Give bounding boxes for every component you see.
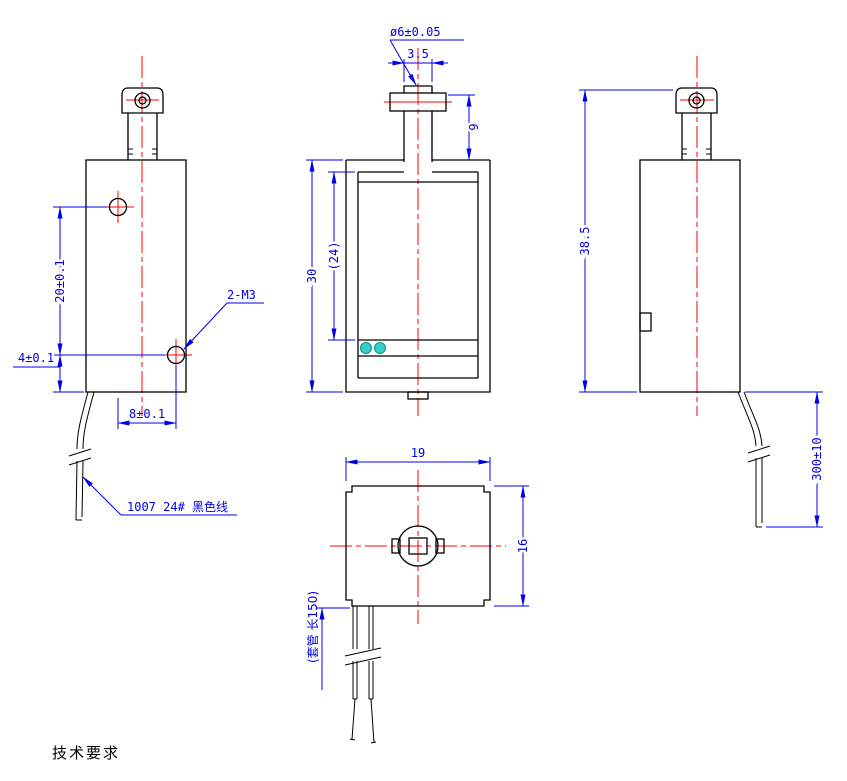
dim-front-plunger-height: 9 [448,94,484,161]
left-lead-wire [68,391,95,521]
callout-left-wire-label: 1007 24# 黑色线 [127,500,228,514]
left-wire-break [68,448,92,466]
dim-right-overall-height: 38.5 [576,89,673,393]
front-bottom-tab [407,391,429,400]
top-view: 19 16 (套管 长150) [305,446,533,744]
right-plunger-neck [681,113,712,160]
dim-front-body-height: 30 [303,159,343,393]
right-plunger-hole-inner [692,96,701,105]
left-plunger-hole-inner [138,96,147,105]
right-centerlines [680,56,714,416]
left-upper-hole-cross [102,191,134,223]
dim-front-diameter-label: ø6±0.05 [390,25,441,39]
coil-terminal-left [360,342,372,354]
top-plunger-square [408,537,428,555]
left-plunger-block [121,87,164,114]
coil-terminal-right [374,342,386,354]
dim-front-pin-width: 3.5 [388,47,448,82]
callout-top-sleeve: (套管 长150) [305,591,350,690]
dim-front-inner-height-label: (24) [327,242,341,271]
front-centerlines [384,48,452,416]
callout-left-thread-label: 2-M3 [227,288,256,302]
dim-right-lead-length-label: 300±10 [810,437,824,480]
front-pin [389,92,447,112]
dim-top-width: 19 [345,446,491,481]
dim-left-horizontal-pitch: 8±0.1 [117,366,177,429]
dim-top-depth: 16 [494,485,533,607]
dim-left-hole-pitch-label: 20±0.1 [53,259,67,302]
callout-left-thread: 2-M3 [183,288,264,350]
dim-right-overall-height-label: 38.5 [578,227,592,256]
dim-front-inner-height: (24) [325,171,355,341]
left-body [85,159,187,393]
dim-left-bottom-offset: 4±0.1 [13,349,84,393]
top-bare-wire-ends [349,698,377,744]
left-side-view: 20±0.1 4±0.1 8±0.1 2-M3 1007 24# 黑色线 [13,56,264,521]
left-outline [85,87,187,393]
front-shaft-top [403,85,433,93]
top-wire-break [344,647,382,666]
dim-top-depth-label: 16 [516,539,530,553]
left-neck-groove [128,148,157,155]
right-neck-groove [682,148,711,155]
dim-front-plunger-height-label: 9 [467,123,481,130]
right-wire-break [747,445,771,463]
top-body-outline [345,485,491,607]
top-lead-wires [344,606,382,744]
coil-terminals [360,342,386,354]
front-outline [345,85,491,400]
dim-right-lead-length: 300±10 [745,391,827,528]
right-body [639,159,741,393]
left-mount-hole-upper [108,197,128,217]
left-mount-hole-lower [166,345,186,365]
right-plunger-block [675,87,718,114]
dim-front-pin-width-label: 3.5 [407,47,429,61]
top-pin-right-tab [435,538,445,554]
top-centerlines [330,470,506,624]
callout-left-wire: 1007 24# 黑色线 [82,476,237,516]
dim-left-hole-pitch: 20±0.1 [51,206,165,356]
callout-top-sleeve-label: (套管 长150) [305,591,320,663]
front-view: ø6±0.05 3.5 9 30 (24) [303,25,491,416]
top-pin-left-tab [391,538,401,554]
right-side-notch [639,312,652,332]
dim-front-body-height-label: 30 [305,269,319,283]
top-plunger-boss [397,525,439,567]
left-lower-hole-cross [160,339,192,371]
right-lead-wire [737,391,771,528]
front-shaft [403,111,433,162]
right-side-view: 38.5 300±10 [576,56,827,528]
note-tech-requirements: 技术要求 [52,744,120,762]
right-outline [639,87,741,393]
left-centerlines [102,56,192,416]
dim-left-horizontal-pitch-label: 8±0.1 [129,407,165,421]
left-plunger-hole-outer [134,92,151,109]
dim-top-width-label: 19 [411,446,425,460]
dim-left-bottom-offset-label: 4±0.1 [18,351,54,365]
right-plunger-hole-outer [688,92,705,109]
left-plunger-neck [127,113,158,160]
top-outline [345,485,491,607]
